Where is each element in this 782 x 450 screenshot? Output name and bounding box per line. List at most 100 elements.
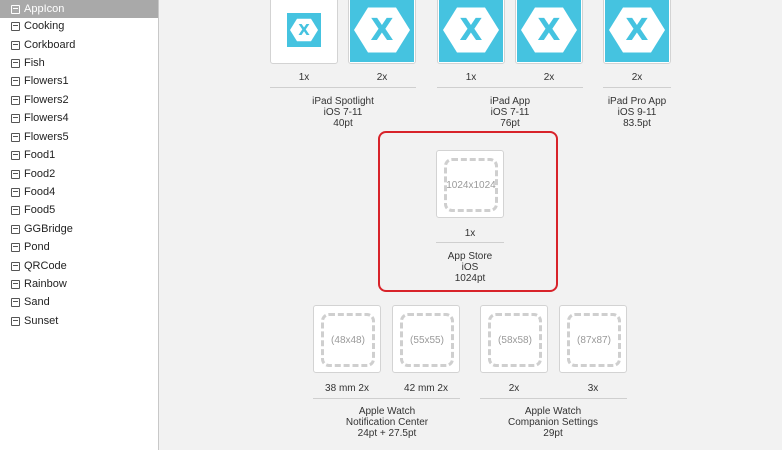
group-name: Apple Watch	[358, 406, 416, 417]
image-set-icon	[11, 169, 20, 179]
sidebar-item-label: Pond	[24, 241, 50, 253]
sidebar-item-flowers4[interactable]: Flowers4	[0, 109, 158, 127]
image-set-icon	[11, 150, 20, 160]
group-name: iPad App	[489, 96, 531, 107]
image-set-icon	[11, 242, 20, 252]
icon-slot-watch-companion-3x[interactable]: (87x87)	[559, 305, 627, 373]
icon-slot-ipad-app-2x[interactable]: X	[515, 0, 583, 64]
sidebar-item-sand[interactable]: Sand	[0, 293, 158, 311]
sidebar-item-label: Sunset	[24, 315, 59, 327]
group-size: 29pt	[543, 428, 563, 439]
app-icon-image: X	[439, 0, 503, 62]
group-label-ipad-pro-app: iPad Pro App iOS 9-11 83.5pt	[587, 96, 687, 129]
image-set-icon	[11, 316, 20, 326]
scale-label: 38 mm 2x	[325, 383, 369, 394]
image-set-icon	[11, 58, 20, 68]
image-set-icon	[11, 297, 20, 307]
sidebar-item-label: Cooking	[24, 20, 65, 32]
group-label-watch-companion: Apple Watch Companion Settings 29pt	[472, 406, 634, 439]
sidebar-item-cooking[interactable]: Cooking	[0, 17, 158, 35]
group-label-app-store: App Store iOS 1024pt	[420, 251, 520, 284]
group-label-ipad-app: iPad App iOS 7-11 76pt	[429, 96, 591, 129]
x-logo-icon: X	[459, 12, 483, 48]
sidebar-item-label: Food4	[24, 186, 56, 198]
sidebar-item-flowers5[interactable]: Flowers5	[0, 128, 158, 146]
group-name: App Store	[447, 251, 493, 262]
image-set-icon	[11, 21, 20, 31]
scale-label: 2x	[543, 72, 555, 83]
sidebar-item-label: Fish	[24, 57, 45, 69]
sidebar-item-label: Flowers5	[24, 131, 69, 143]
icon-slot-watch-42mm-2x[interactable]: (55x55)	[392, 305, 460, 373]
sidebar-item-label: Flowers1	[24, 75, 69, 87]
scale-label: 1x	[464, 228, 476, 239]
sidebar-item-label: Food1	[24, 149, 56, 161]
app-icon-image: X	[517, 0, 581, 62]
group-size: 83.5pt	[623, 118, 651, 129]
group-os: iOS 7-11	[323, 107, 363, 118]
sidebar-item-label: Flowers4	[24, 112, 69, 124]
scale-label: 42 mm 2x	[404, 383, 448, 394]
scale-label: 3x	[587, 383, 599, 394]
image-set-icon	[11, 224, 20, 234]
sidebar-item-label: Flowers2	[24, 94, 69, 106]
icon-slot-watch-38mm-2x[interactable]: (48x48)	[313, 305, 381, 373]
sidebar-item-label: Corkboard	[24, 39, 76, 51]
divider	[313, 398, 460, 399]
sidebar-item-sunset[interactable]: Sunset	[0, 312, 158, 330]
group-size: 1024pt	[454, 273, 486, 284]
group-sub: Notification Center	[345, 417, 429, 428]
sidebar-item-label: AppIcon	[24, 3, 65, 15]
app-icon-image: X	[605, 0, 669, 62]
icon-slot-ipad-app-1x[interactable]: X	[437, 0, 505, 64]
scale-label: 1x	[465, 72, 477, 83]
app-icon-image: X	[287, 13, 321, 47]
sidebar-item-food4[interactable]: Food4	[0, 183, 158, 201]
scale-label: 2x	[508, 383, 520, 394]
icon-slot-ipad-pro-app-2x[interactable]: X	[603, 0, 671, 64]
selection-highlight	[378, 131, 558, 292]
sidebar-item-pond[interactable]: Pond	[0, 238, 158, 256]
group-size: 76pt	[500, 118, 520, 129]
sidebar-item-label: Food2	[24, 168, 56, 180]
scale-label: 2x	[631, 72, 643, 83]
empty-slot-placeholder: (48x48)	[321, 313, 375, 367]
icon-slot-watch-companion-2x[interactable]: (58x58)	[480, 305, 548, 373]
divider	[270, 87, 416, 88]
sidebar-item-rainbow[interactable]: Rainbow	[0, 275, 158, 293]
sidebar-item-food5[interactable]: Food5	[0, 201, 158, 219]
app-icon-image: X	[350, 0, 414, 62]
group-sub: Companion Settings	[507, 417, 599, 428]
sidebar-item-corkboard[interactable]: Corkboard	[0, 36, 158, 54]
sidebar-item-appicon[interactable]: AppIcon	[0, 0, 158, 18]
image-set-icon	[11, 113, 20, 123]
divider	[603, 87, 671, 88]
icon-slot-app-store-1x[interactable]: 1024x1024	[436, 150, 504, 218]
sidebar-item-flowers1[interactable]: Flowers1	[0, 72, 158, 90]
sidebar-item-flowers2[interactable]: Flowers2	[0, 91, 158, 109]
sidebar-item-qrcode[interactable]: QRCode	[0, 257, 158, 275]
empty-slot-placeholder: (55x55)	[400, 313, 454, 367]
image-set-icon	[11, 95, 20, 105]
group-name: iPad Spotlight	[312, 96, 374, 107]
image-set-icon	[11, 40, 20, 50]
sidebar-item-food2[interactable]: Food2	[0, 165, 158, 183]
group-os: iOS 9-11	[617, 107, 657, 118]
divider	[437, 87, 583, 88]
icon-slot-ipad-spotlight-2x[interactable]: X	[348, 0, 416, 64]
sidebar-item-label: GGBridge	[24, 223, 73, 235]
group-size: 40pt	[333, 118, 353, 129]
sidebar-item-fish[interactable]: Fish	[0, 54, 158, 72]
x-logo-icon: X	[625, 12, 649, 48]
sidebar-item-label: QRCode	[24, 260, 67, 272]
sidebar-item-ggbridge[interactable]: GGBridge	[0, 220, 158, 238]
empty-slot-placeholder: 1024x1024	[444, 158, 498, 212]
x-logo-icon: X	[370, 12, 394, 48]
image-set-icon	[11, 261, 20, 271]
icon-slot-ipad-spotlight-1x[interactable]: X	[270, 0, 338, 64]
sidebar-item-label: Sand	[24, 296, 50, 308]
sidebar-item-food1[interactable]: Food1	[0, 146, 158, 164]
group-label-watch-notification: Apple Watch Notification Center 24pt + 2…	[306, 406, 468, 439]
group-label-ipad-spotlight: iPad Spotlight iOS 7-11 40pt	[262, 96, 424, 129]
